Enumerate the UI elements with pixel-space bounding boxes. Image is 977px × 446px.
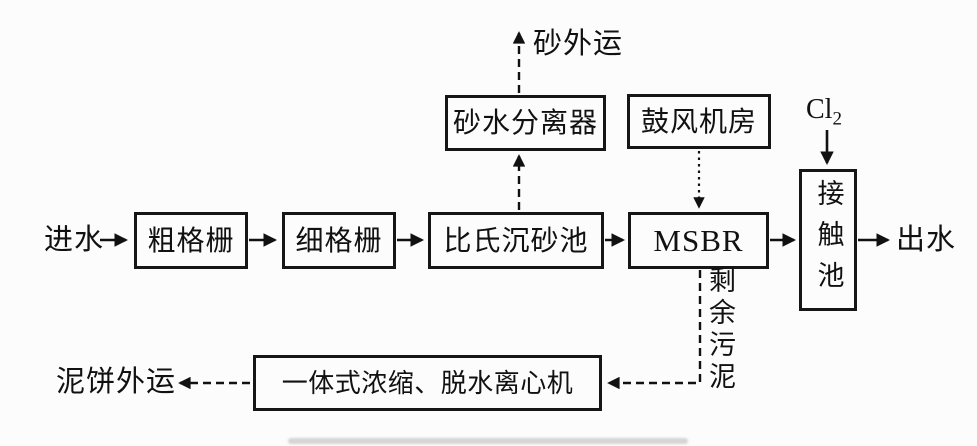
influent-label: 进水 [44, 224, 105, 256]
node-sand-water-separator: 砂水分离器 [445, 95, 606, 151]
chlorine-label: Cl2 [806, 96, 842, 129]
chlorine-symbol: Cl [806, 94, 833, 125]
node-blower-room: 鼓风机房 [627, 94, 771, 149]
node-contact-tank: 接触池 [799, 169, 857, 311]
node-coarse-screen-label: 粗格栅 [147, 224, 235, 256]
node-coarse-screen: 粗格栅 [134, 212, 248, 269]
node-msbr: MSBR [628, 212, 769, 269]
node-fine-screen: 细格栅 [282, 212, 396, 269]
chlorine-subscript: 2 [832, 108, 842, 130]
node-fine-screen-label: 细格栅 [295, 224, 383, 256]
node-contact-tank-label: 接触池 [813, 178, 844, 302]
excess-sludge-label: 剩余污泥 [705, 266, 735, 394]
effluent-label: 出水 [896, 224, 957, 256]
node-grit-chamber: 比氏沉砂池 [428, 212, 604, 269]
node-msbr-label: MSBR [653, 223, 744, 258]
node-sand-water-separator-label: 砂水分离器 [452, 107, 598, 138]
node-centrifuge-label: 一体式浓缩、脱水离心机 [281, 368, 574, 398]
scan-artifact [288, 438, 688, 444]
sludge-cake-out-label: 泥饼外运 [56, 366, 177, 398]
sand-out-label: 砂外运 [533, 28, 624, 60]
node-blower-room-label: 鼓风机房 [640, 105, 757, 137]
node-grit-chamber-label: 比氏沉砂池 [443, 224, 589, 256]
node-centrifuge: 一体式浓缩、脱水离心机 [253, 355, 602, 411]
arrow-msbr-to-centrifuge [607, 270, 702, 390]
